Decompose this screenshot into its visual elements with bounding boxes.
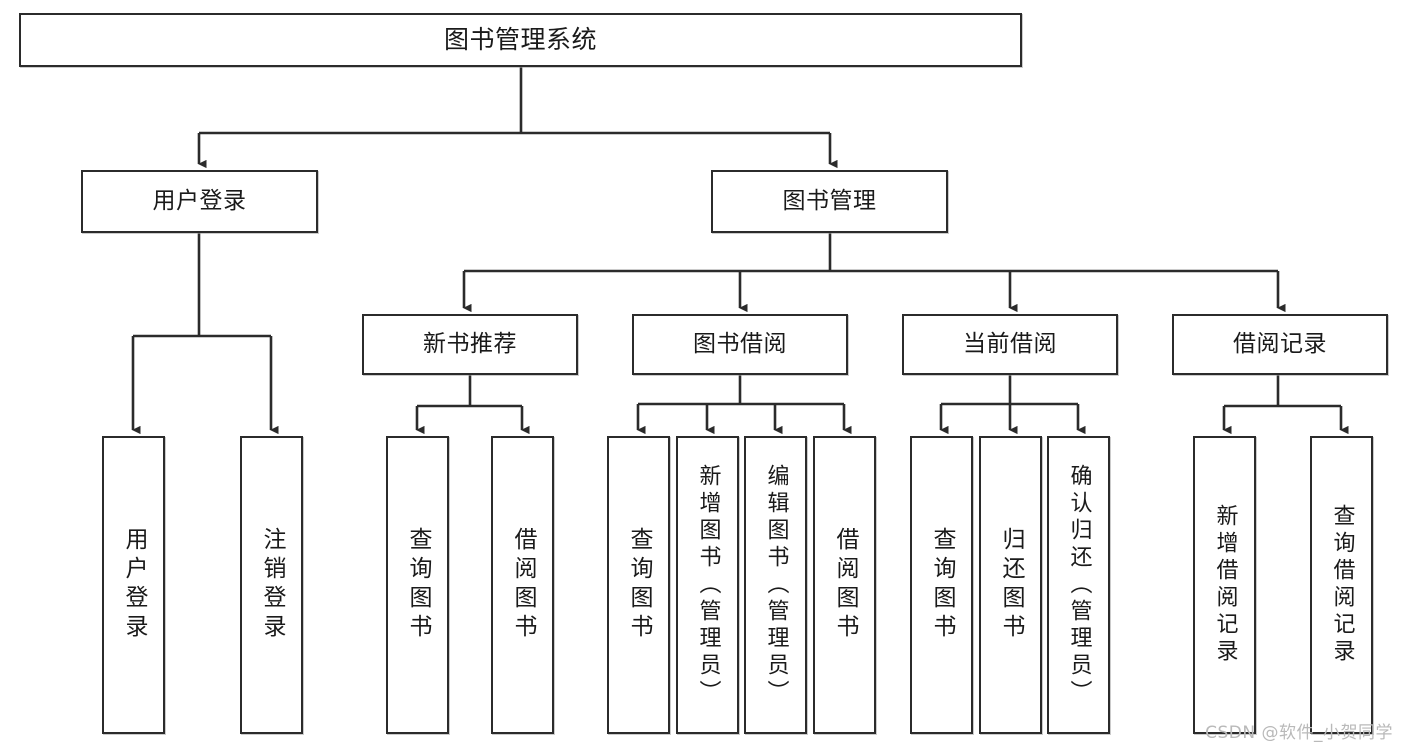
node-user-login[interactable]: 用户登录 — [81, 170, 318, 233]
node-label: 图书管理 — [782, 187, 877, 214]
node-label: 新增图书（管理员） — [695, 463, 721, 707]
node-label: 图书借阅 — [693, 330, 787, 357]
leaf-book-borrow-borrow-books[interactable]: 借阅图书 — [813, 436, 876, 734]
node-label: 查询图书 — [626, 527, 652, 643]
node-root-library-system[interactable]: 图书管理系统 — [19, 13, 1022, 67]
node-label: 查询图书 — [405, 527, 431, 643]
leaf-borrow-record-add-record[interactable]: 新增借阅记录 — [1193, 436, 1256, 734]
node-book-management[interactable]: 图书管理 — [711, 170, 948, 233]
node-current-borrow[interactable]: 当前借阅 — [902, 314, 1118, 375]
node-label: 新书推荐 — [423, 330, 517, 357]
leaf-user-login-signout[interactable]: 注销登录 — [240, 436, 303, 734]
watermark-text: CSDN @软件_小贺同学 — [1205, 723, 1393, 743]
node-label: 用户登录 — [121, 527, 147, 643]
node-label: 归还图书 — [998, 527, 1024, 643]
leaf-book-borrow-edit-book-admin[interactable]: 编辑图书（管理员） — [744, 436, 807, 734]
leaf-user-login-signin[interactable]: 用户登录 — [102, 436, 165, 734]
leaf-book-borrow-add-book-admin[interactable]: 新增图书（管理员） — [676, 436, 739, 734]
node-label: 借阅记录 — [1233, 330, 1327, 357]
leaf-current-borrow-return-books[interactable]: 归还图书 — [979, 436, 1042, 734]
node-book-borrow[interactable]: 图书借阅 — [632, 314, 848, 375]
node-label: 查询借阅记录 — [1329, 504, 1355, 666]
node-label: 新增借阅记录 — [1212, 504, 1238, 666]
node-label: 图书管理系统 — [443, 25, 597, 54]
leaf-current-borrow-confirm-return-admin[interactable]: 确认归还（管理员） — [1047, 436, 1110, 734]
leaf-new-book-borrow-books[interactable]: 借阅图书 — [491, 436, 554, 734]
node-label: 借阅图书 — [510, 527, 536, 643]
node-label: 用户登录 — [152, 187, 247, 214]
node-label: 编辑图书（管理员） — [763, 463, 789, 707]
leaf-borrow-record-query-record[interactable]: 查询借阅记录 — [1310, 436, 1373, 734]
node-label: 查询图书 — [929, 527, 955, 643]
node-label: 当前借阅 — [963, 330, 1057, 357]
leaf-current-borrow-query-books[interactable]: 查询图书 — [910, 436, 973, 734]
node-new-book-recommend[interactable]: 新书推荐 — [362, 314, 578, 375]
leaf-new-book-query-books[interactable]: 查询图书 — [386, 436, 449, 734]
leaf-book-borrow-query-books[interactable]: 查询图书 — [607, 436, 670, 734]
node-label: 确认归还（管理员） — [1066, 463, 1092, 707]
node-label: 借阅图书 — [832, 527, 858, 643]
node-borrow-record[interactable]: 借阅记录 — [1172, 314, 1388, 375]
node-label: 注销登录 — [259, 527, 285, 643]
